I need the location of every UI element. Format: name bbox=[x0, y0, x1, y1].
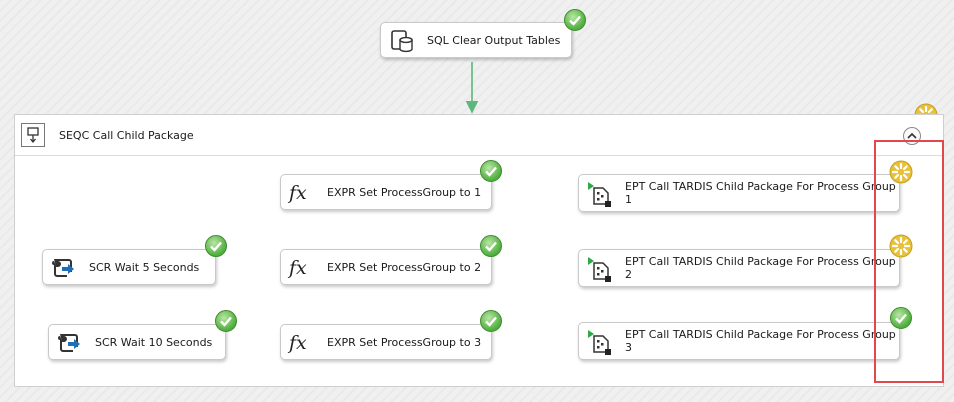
expr-set-processgroup-2-task[interactable]: fx EXPR Set ProcessGroup to 2 bbox=[280, 249, 492, 285]
ept-call-tardis-child-package-3-task[interactable]: EPT Call TARDIS Child Package For Proces… bbox=[578, 322, 900, 360]
task-label: SCR Wait 5 Seconds bbox=[89, 260, 200, 274]
scr-wait-10-seconds-task[interactable]: SCR Wait 10 Seconds bbox=[48, 324, 226, 360]
success-check-icon bbox=[480, 160, 502, 182]
database-icon bbox=[389, 29, 415, 53]
scr-wait-5-seconds-task[interactable]: SCR Wait 5 Seconds bbox=[42, 249, 216, 285]
task-label: EXPR Set ProcessGroup to 2 bbox=[327, 260, 482, 274]
execute-package-icon bbox=[587, 256, 613, 282]
task-label-line1: EPT Call TARDIS Child Package For Proces… bbox=[625, 255, 896, 268]
success-check-icon bbox=[480, 310, 502, 332]
task-label-line1: EPT Call TARDIS Child Package For Proces… bbox=[625, 328, 896, 341]
expr-set-processgroup-1-task[interactable]: fx EXPR Set ProcessGroup to 1 bbox=[280, 174, 492, 210]
success-check-icon bbox=[215, 310, 237, 332]
sequence-container-icon bbox=[21, 123, 45, 147]
success-check-icon bbox=[890, 307, 912, 329]
success-check-icon bbox=[480, 235, 502, 257]
success-check-icon bbox=[564, 9, 586, 31]
expression-fx-icon: fx bbox=[289, 257, 307, 279]
task-label: SQL Clear Output Tables bbox=[427, 33, 561, 47]
execute-package-icon bbox=[587, 181, 613, 207]
script-task-icon bbox=[57, 331, 83, 355]
container-header[interactable]: SEQC Call Child Package bbox=[15, 115, 943, 156]
in-progress-icon bbox=[889, 234, 913, 258]
success-check-icon bbox=[205, 235, 227, 257]
task-label-line2: 2 bbox=[625, 268, 632, 281]
expression-fx-icon: fx bbox=[289, 332, 307, 354]
ept-call-tardis-child-package-2-task[interactable]: EPT Call TARDIS Child Package For Proces… bbox=[578, 249, 900, 287]
status-highlight-box bbox=[874, 140, 944, 383]
in-progress-icon bbox=[889, 160, 913, 184]
task-label: SCR Wait 10 Seconds bbox=[95, 335, 213, 349]
task-label: EXPR Set ProcessGroup to 1 bbox=[327, 185, 482, 199]
ept-call-tardis-child-package-1-task[interactable]: EPT Call TARDIS Child Package For Proces… bbox=[578, 174, 900, 212]
execute-package-icon bbox=[587, 329, 613, 355]
container-title: SEQC Call Child Package bbox=[59, 129, 194, 142]
task-label: EXPR Set ProcessGroup to 3 bbox=[327, 335, 482, 349]
task-label-line2: 1 bbox=[625, 193, 632, 206]
sql-clear-output-tables-task[interactable]: SQL Clear Output Tables bbox=[380, 22, 572, 58]
script-task-icon bbox=[51, 256, 77, 280]
expression-fx-icon: fx bbox=[289, 182, 307, 204]
task-label-line2: 3 bbox=[625, 341, 632, 354]
task-label-line1: EPT Call TARDIS Child Package For Proces… bbox=[625, 180, 896, 193]
expr-set-processgroup-3-task[interactable]: fx EXPR Set ProcessGroup to 3 bbox=[280, 324, 492, 360]
